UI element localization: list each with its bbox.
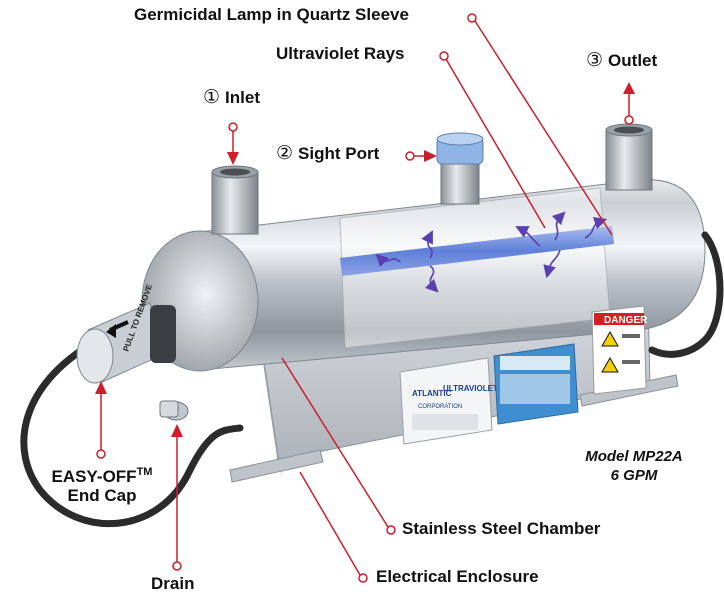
- inlet-text: Inlet: [225, 88, 260, 107]
- plate-brand-line2: ULTRAVIOLET: [443, 384, 498, 393]
- sight-port: [436, 132, 484, 205]
- trademark-mark: TM: [136, 466, 153, 478]
- uv-ray-icon: [375, 253, 401, 268]
- ultraviolet-rays: [375, 211, 608, 293]
- germicidal-lamp-label: Germicidal Lamp in Quartz Sleeve: [134, 5, 409, 24]
- plate-fine-print: [412, 414, 478, 430]
- stainless-chamber-label: Stainless Steel Chamber: [402, 519, 601, 538]
- ultraviolet-rays-label: Ultraviolet Rays: [276, 44, 405, 63]
- product-info-plate: ATLANTIC ULTRAVIOLET CORPORATION: [399, 343, 579, 445]
- uv-ray-icon: [543, 249, 561, 279]
- inlet-pipe: [211, 165, 259, 235]
- model-flow-rate: 6 GPM: [610, 466, 658, 484]
- chamber-cutaway-window: [339, 187, 614, 349]
- sight-port-text: Sight Port: [298, 144, 380, 163]
- outlet-pipe: [605, 123, 653, 191]
- power-cables: [20, 231, 724, 528]
- danger-warning-label: DANGER: [591, 305, 648, 395]
- sight-port-number: ②: [276, 143, 294, 164]
- drain-valve: [159, 400, 189, 421]
- outlet-text: Outlet: [608, 51, 658, 70]
- end-cap-label-line2: End Cap: [67, 485, 137, 505]
- model-name: Model MP22A: [585, 448, 683, 465]
- uv-ray-icon: [551, 211, 566, 241]
- callout-lines: [95, 13, 635, 583]
- danger-label-text: DANGER: [604, 315, 648, 326]
- uv-ray-icon: [584, 216, 608, 239]
- electrical-enclosure-label: Electrical Enclosure: [376, 567, 539, 586]
- drain-label: Drain: [151, 574, 195, 593]
- germicidal-lamp: [340, 226, 614, 276]
- plate-brand-line3: CORPORATION: [418, 404, 462, 410]
- arrow-icon: [106, 324, 116, 338]
- plate-brand-line1: ATLANTIC: [412, 389, 452, 398]
- uv-ray-icon: [424, 265, 439, 293]
- end-cap-label-line1: EASY-OFF: [51, 467, 137, 486]
- outlet-number: ③: [586, 50, 604, 71]
- easy-off-end-cap: PULL TO REMOVE: [76, 282, 176, 384]
- end-cap-label: EASY-OFFTM End Cap: [42, 466, 162, 505]
- danger-triangle-icon: [601, 356, 619, 373]
- uv-ray-icon: [421, 230, 433, 259]
- inlet-number: ①: [203, 87, 221, 108]
- model-info: Model MP22A 6 GPM: [566, 448, 702, 486]
- danger-triangle-icon: [601, 330, 619, 347]
- uv-ray-icon: [515, 226, 541, 247]
